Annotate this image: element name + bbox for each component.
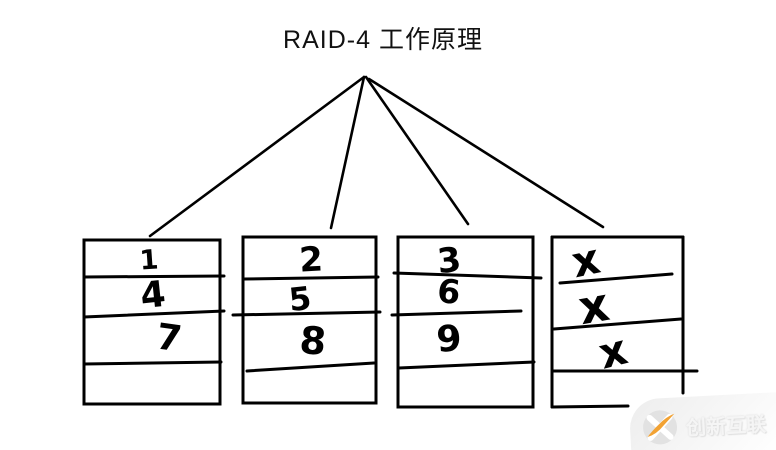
disk1-block-1: 1 <box>139 244 160 276</box>
disk3-block-1: 3 <box>435 240 463 282</box>
disk3-blocks: 3 6 9 <box>435 240 463 361</box>
disk1-divider-2 <box>82 309 226 319</box>
disk-box-1 <box>82 238 226 406</box>
fan-line-disk3 <box>364 75 470 226</box>
disk1-divider-1 <box>82 274 226 279</box>
disk2-divider-1 <box>242 275 380 281</box>
fan-line-disk1 <box>148 75 366 238</box>
disk2-block-2: 5 <box>287 279 313 319</box>
disk2-divider-3 <box>245 361 376 373</box>
disk1-block-2: 4 <box>138 274 167 317</box>
disk4-divider-1 <box>558 272 674 285</box>
disk4-divider-2 <box>552 317 683 331</box>
disk4-bottom-partial <box>550 404 630 409</box>
disk1-outline <box>82 238 222 406</box>
fan-line-disk4 <box>367 77 605 229</box>
x-swoosh-logo-icon <box>643 410 678 445</box>
fan-lines <box>148 75 605 238</box>
fan-line-disk2 <box>329 75 366 230</box>
diagram-title: RAID-4 工作原理 <box>283 26 483 54</box>
disk-box-3 <box>390 235 543 409</box>
disk3-divider-1 <box>392 271 543 280</box>
disk1-blocks: 1 4 7 <box>138 244 184 360</box>
watermark-badge: 创新互联 <box>628 392 776 450</box>
disk-box-4 <box>550 235 699 409</box>
disk4-parity-marks: x x x <box>567 234 632 379</box>
disk1-block-3: 7 <box>154 316 185 360</box>
disk2-divider-2 <box>231 310 382 317</box>
disk2-outline <box>241 235 378 405</box>
disk3-divider-3 <box>397 360 536 370</box>
logo-swoosh <box>647 413 675 438</box>
watermark-text: 创新互联 <box>685 413 767 440</box>
disk-box-2 <box>231 235 382 405</box>
disk2-block-3: 8 <box>298 318 328 364</box>
disk2-blocks: 2 5 8 <box>287 239 328 364</box>
disk3-block-2: 6 <box>435 271 462 312</box>
disk3-divider-2 <box>390 309 523 317</box>
disk2-block-1: 2 <box>298 239 324 280</box>
disk1-divider-3 <box>82 360 223 366</box>
disk3-block-3: 9 <box>435 318 463 361</box>
disk3-outline <box>396 235 535 409</box>
